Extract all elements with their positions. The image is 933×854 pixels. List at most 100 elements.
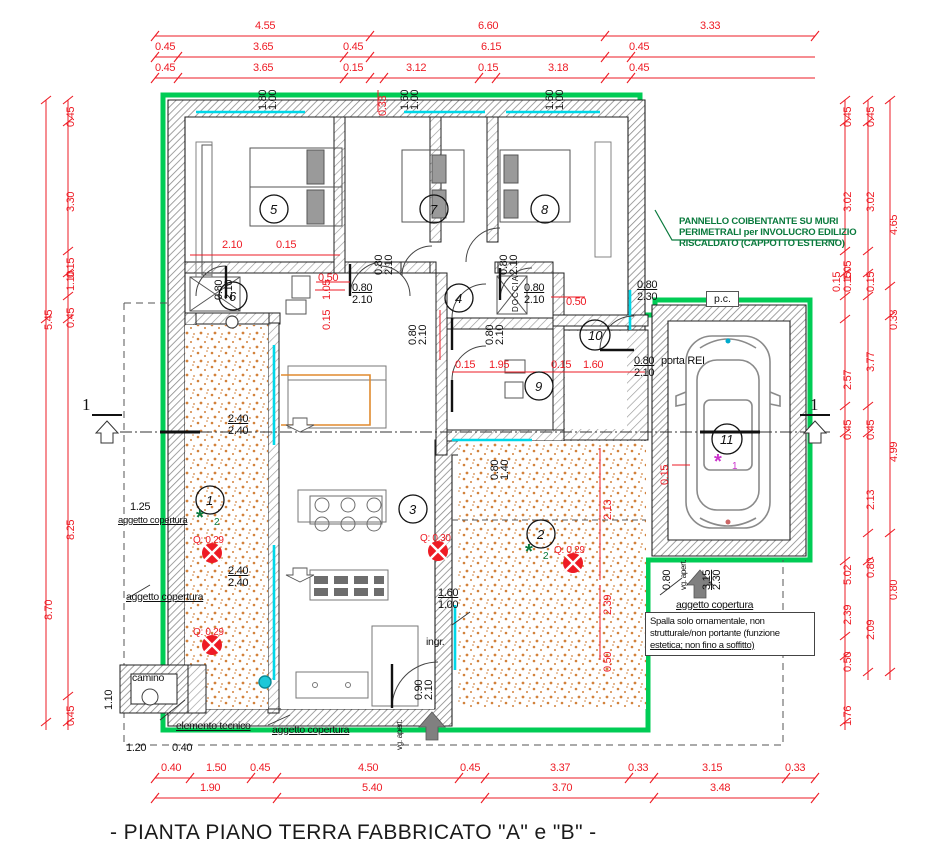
dim-right-1-11: 1.76 [842, 705, 854, 726]
dim-left-mid-4: 0.15 [65, 257, 77, 278]
room-number-6: 6 [229, 289, 237, 304]
insulation-note-leader [654, 209, 838, 241]
dim-left-mid-5: 0.45 [65, 307, 77, 328]
dim-top-2-5: 0.45 [629, 41, 650, 53]
dim-corridor-050: 0.50 [318, 272, 339, 284]
room-number-4: 4 [455, 291, 463, 306]
pc-label: p.c. [706, 291, 739, 307]
dim-right-2-2: 3.02 [865, 191, 877, 212]
dim-right-2-7: 0.80 [865, 557, 877, 578]
dim-v-015: 0.15 [321, 309, 333, 330]
dim-bath10-050: 0.50 [566, 296, 587, 308]
dim-corridor-160: 1.60 [583, 359, 604, 371]
insulation-note-line-1: PANNELLO COIBENTANTE SU MURI [679, 216, 839, 227]
dim-bath6-wall: 0.15 [276, 239, 297, 251]
door-swings [195, 227, 635, 709]
walls-building-b [651, 304, 807, 557]
insulation-note-line-3: RISCALDATO (CAPPOTTO ESTERNO) [679, 238, 845, 249]
door-5-height: 2.10 [417, 324, 429, 345]
marker-room-1-sub: 2 [214, 517, 220, 528]
dim-top-1-1: 4.55 [255, 20, 276, 32]
note-leaders [127, 577, 683, 726]
wardrobe-8 [594, 141, 612, 258]
dim-right-1-7: 0.45 [842, 419, 854, 440]
door-1-height: 2.10 [352, 294, 373, 306]
aggetto-copertura-2: aggetto copertura [126, 591, 204, 603]
dim-bot-1-8: 3.15 [702, 762, 723, 774]
doccia-label: DOCCIA [511, 274, 520, 312]
marker-room-11: * [714, 451, 722, 473]
terrace-areas [185, 325, 646, 709]
camino-label: camino [132, 672, 165, 684]
dim-top-1-2: 6.60 [478, 20, 499, 32]
dimension-lines-right [839, 95, 896, 730]
window-label-6-bot: 2.40 [228, 577, 249, 589]
door-1-width: 0.80 [352, 282, 373, 294]
dim-left-mid-2: 3.30 [65, 191, 77, 212]
dim-right-1-10: 0.50 [842, 651, 854, 672]
opening-arrows [285, 417, 315, 583]
dim-top-3-5: 0.15 [478, 62, 499, 74]
dim-right-1-4: 1.05 [842, 260, 854, 281]
dim-left-outer-2: 8.70 [43, 599, 55, 620]
dim-bot-extra-1: 1.20 [126, 742, 147, 754]
room-number-8: 8 [541, 202, 549, 217]
dim-right-2-4: 3.77 [865, 351, 877, 372]
spalla-note-box: Spalla solo ornamentale, non strutturale… [645, 612, 815, 656]
dim-top-2-4: 6.15 [481, 41, 502, 53]
dim-bot-1-3: 0.45 [250, 762, 271, 774]
round-fixture [225, 315, 239, 329]
dimension-lines-left [40, 95, 74, 730]
dim-bot-extra-2: 0.40 [172, 742, 193, 754]
dim-left-inner-note: 1.10 [103, 689, 115, 710]
door-9-height: 2.30 [637, 291, 658, 303]
dim-v-239: 2.39 [602, 594, 614, 615]
room-number-circles [195, 194, 743, 549]
door-12-width: 0.80 [661, 569, 673, 590]
furniture-dining [309, 495, 383, 532]
furniture-bed-8 [499, 149, 571, 223]
dim-right-2-1: 0.45 [865, 106, 877, 127]
valve-marker [258, 675, 272, 689]
dim-bath9-width: 1.95 [489, 359, 510, 371]
dim-top-2-3: 0.45 [343, 41, 364, 53]
dim-bot-1-2: 1.50 [206, 762, 227, 774]
dim-left-extra: 1.25 [130, 501, 151, 513]
door-4-height: 2.10 [508, 254, 520, 275]
window-label-1-bot: 1.00 [267, 89, 279, 110]
dimension-lines-bottom [150, 772, 820, 804]
dim-bot-2-2: 5.40 [362, 782, 383, 794]
dim-right-1-2: 3.02 [842, 191, 854, 212]
dim-top-3-2: 3.65 [253, 62, 274, 74]
section-arrows [94, 420, 828, 444]
spalla-note-line-3: estetica; non fino a soffitto) [650, 639, 755, 651]
door-10-height: 2.10 [634, 367, 655, 379]
dim-right-2-6: 2.13 [865, 489, 877, 510]
room-number-10: 10 [588, 328, 603, 343]
room-number-2: 2 [537, 527, 545, 542]
window-label-5-bot: 2.40 [228, 425, 249, 437]
window-glazing [196, 110, 632, 680]
section-line [92, 414, 830, 434]
dim-bot-1-5: 0.45 [460, 762, 481, 774]
dim-right-3-4: 0.80 [888, 579, 900, 600]
dim-bot-2-1: 1.90 [200, 782, 221, 794]
furniture-bed-5 [201, 144, 343, 276]
dim-right-1-1: 0.45 [842, 106, 854, 127]
q-label-3: Q: 0.29 [554, 545, 585, 556]
dim-bot-1-9: 0.33 [785, 762, 806, 774]
dim-top-3-4: 3.12 [406, 62, 427, 74]
dim-left-mid-7: 0.45 [65, 705, 77, 726]
interior-dimension-leaders [190, 90, 690, 660]
dim-v-213: 2.13 [602, 499, 614, 520]
q-label-2: Q: 0.30 [420, 533, 451, 544]
door-6-height: 2.10 [494, 324, 506, 345]
door-leaves [224, 264, 634, 708]
marker-room-2-sub: 2 [543, 551, 549, 562]
dim-bot-2-4: 3.48 [710, 782, 731, 794]
dim-bot-1-6: 3.37 [550, 762, 571, 774]
dim-v-050: 0.50 [602, 651, 614, 672]
drawing-title: - PIANTA PIANO TERRA FABBRICATO "A" e "B… [110, 821, 597, 844]
